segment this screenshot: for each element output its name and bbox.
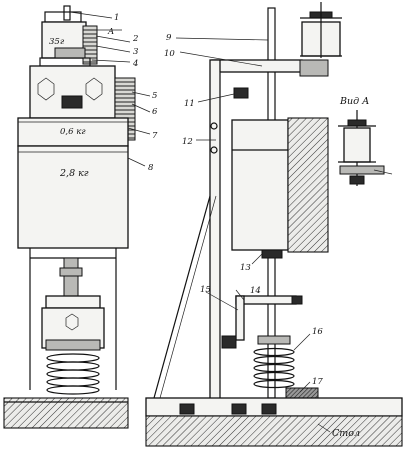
bracket-end bbox=[299, 59, 329, 77]
right-view bbox=[145, 2, 403, 447]
weight-main-label: 2,8 кг bbox=[59, 168, 89, 179]
right-callouts bbox=[175, 37, 331, 433]
housing-base bbox=[45, 339, 101, 351]
bracket-nut bbox=[291, 295, 303, 305]
weight-0-6kg bbox=[17, 117, 129, 147]
left-callouts bbox=[69, 11, 151, 167]
callout-2: 2 bbox=[132, 34, 138, 44]
inset-view-a: Вид А bbox=[338, 96, 393, 186]
lower-bolt-left bbox=[221, 335, 237, 349]
section-marker: A bbox=[107, 27, 114, 37]
spring-cap-top bbox=[45, 295, 101, 309]
callout-14: 14 bbox=[250, 286, 261, 296]
table-label: Стол bbox=[332, 428, 360, 439]
callout-7: 7 bbox=[152, 131, 158, 141]
carriage-weight-section bbox=[287, 117, 329, 253]
nut-13 bbox=[261, 249, 283, 259]
callout-17: 17 bbox=[312, 377, 323, 387]
weight-upper-label: 35г bbox=[49, 37, 65, 47]
callout-3: 3 bbox=[133, 47, 138, 57]
table-section bbox=[145, 415, 403, 447]
weight-2-8kg bbox=[17, 145, 129, 249]
weight-mid-label: 0,6 кг bbox=[60, 127, 86, 137]
mid-block bbox=[29, 65, 116, 119]
bracket-15 bbox=[235, 295, 245, 341]
callout-1: 1 bbox=[114, 13, 119, 23]
base-bolt-2 bbox=[231, 403, 247, 415]
inset-title: Вид А bbox=[339, 96, 369, 107]
callout-12: 12 bbox=[182, 137, 193, 147]
callout-15: 15 bbox=[200, 285, 211, 295]
hex-hole-left bbox=[37, 77, 55, 101]
callout-8: 8 bbox=[148, 163, 154, 173]
upper-collar bbox=[54, 47, 86, 59]
diagonal-strut bbox=[153, 195, 211, 399]
callout-6: 6 bbox=[152, 107, 158, 117]
mid-clamp bbox=[61, 95, 83, 109]
base-bolt-3 bbox=[261, 403, 277, 415]
top-pin bbox=[63, 5, 71, 21]
callout-9: 9 bbox=[166, 33, 172, 43]
top-cap bbox=[44, 11, 82, 23]
bolt-11 bbox=[233, 87, 249, 99]
base-bolt-1 bbox=[179, 403, 195, 415]
callout-5: 5 bbox=[152, 91, 157, 101]
callout-10: 10 bbox=[164, 49, 175, 59]
top-bracket bbox=[211, 59, 303, 73]
bracket-14 bbox=[235, 295, 297, 305]
left-base-plate bbox=[3, 397, 129, 429]
housing-hex bbox=[65, 313, 79, 331]
carriage-body bbox=[231, 119, 289, 251]
left-view bbox=[3, 5, 136, 429]
callout-4: 4 bbox=[132, 59, 138, 69]
hex-hole-right bbox=[85, 77, 103, 101]
callout-16: 16 bbox=[312, 327, 323, 337]
right-spring bbox=[253, 335, 295, 389]
left-spring bbox=[46, 353, 100, 395]
shaft-collar bbox=[59, 267, 83, 277]
frame-upright bbox=[209, 59, 221, 401]
callout-11: 11 bbox=[184, 99, 195, 109]
callout-13: 13 bbox=[240, 263, 251, 273]
